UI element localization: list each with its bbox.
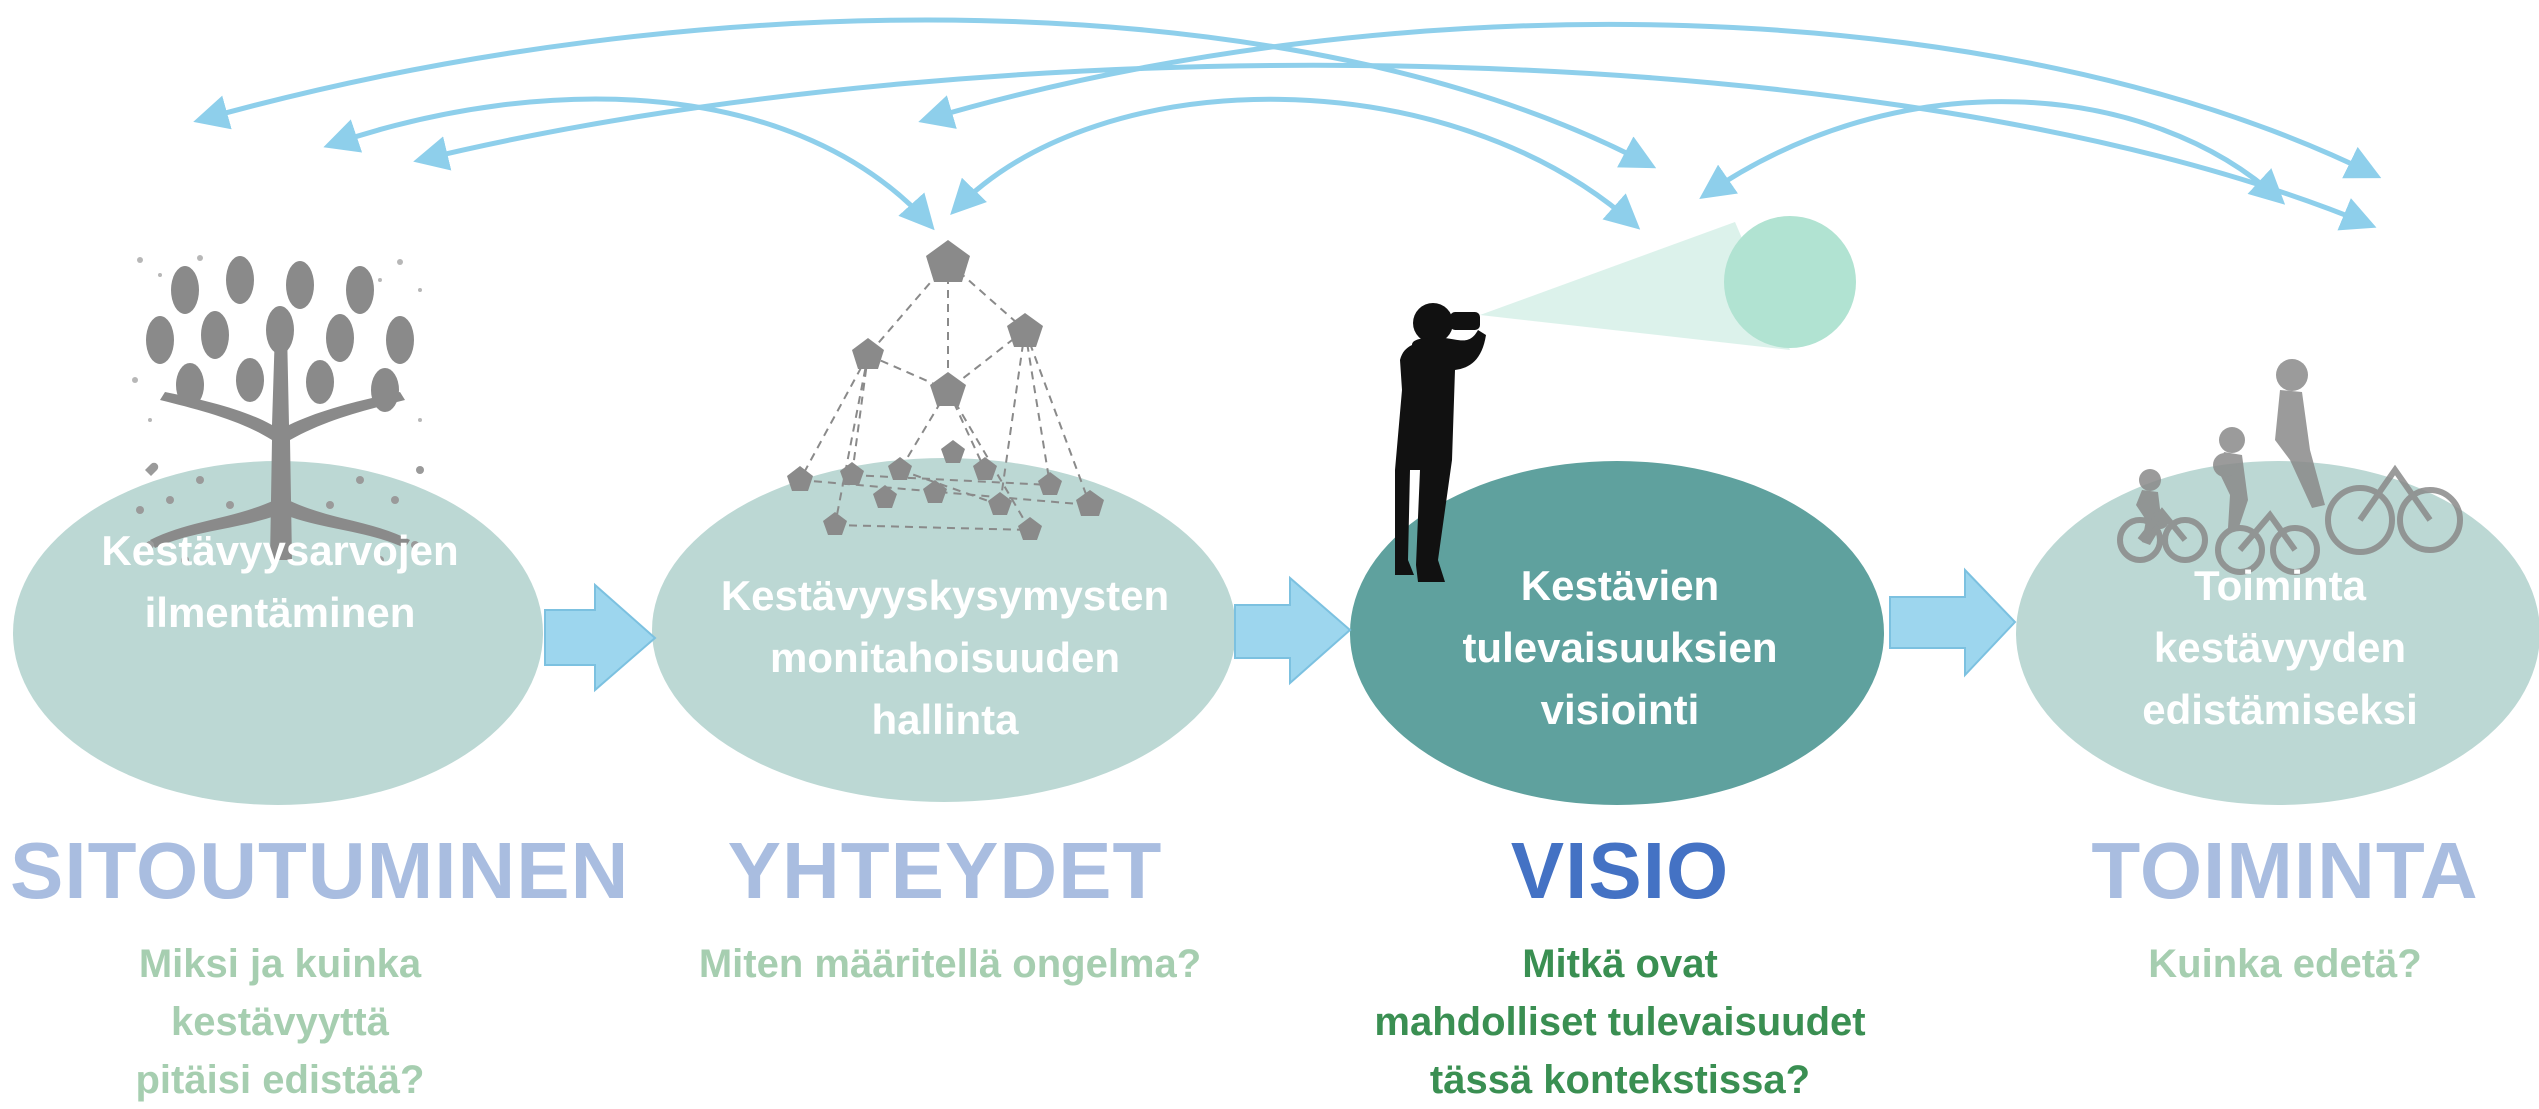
stage-label-sitoutuminen: SITOUTUMINEN (10, 826, 630, 915)
oval-text-sitoutuminen: Kestävyysarvojen ilmentäminen (101, 527, 459, 636)
question-yhteydet: Miten määritellä ongelma? (698, 942, 1202, 986)
tree-icon (132, 255, 424, 564)
question-sitoutuminen: Miksi ja kuinka kestävyyttä pitäisi edis… (135, 942, 425, 1102)
oval-sitoutuminen (13, 461, 543, 805)
oval-text-toiminta: Toiminta kestävyyden edistämiseksi (2142, 562, 2418, 733)
feedback-arc (950, 96, 1641, 230)
stage-label-yhteydet: YHTEYDET (727, 826, 1163, 915)
family-cycling-icon (2117, 359, 2463, 575)
binoculars-person-icon (1395, 303, 1486, 582)
stage-label-toiminta: TOIMINTA (2091, 826, 2479, 915)
flow-arrow (1889, 567, 2017, 678)
oval-toiminta (2016, 461, 2539, 805)
oval-text-visio: Kestävien tulevaisuuksien visiointi (1462, 562, 1778, 733)
feedback-arc (193, 17, 1657, 169)
question-visio: Mitkä ovat mahdolliset tulevaisuudet täs… (1374, 942, 1866, 1102)
network-icon (787, 240, 1104, 540)
feedback-arc (413, 62, 2377, 231)
stage-label-visio: VISIO (1510, 826, 1730, 915)
vision-cone (1480, 216, 1856, 350)
oval-visio (1350, 461, 1884, 805)
oval-text-yhteydet: Kestävyyskysymysten monitahoisuuden hall… (720, 572, 1170, 743)
oval-yhteydet (652, 458, 1236, 802)
flow-arrows (544, 567, 2017, 693)
feedback-arcs (193, 17, 2382, 231)
feedback-arc (918, 21, 2382, 179)
feedback-arc (1699, 99, 2286, 205)
flow-arrow (544, 582, 657, 693)
question-toiminta: Kuinka edetä? (2148, 942, 2422, 986)
flow-arrow (1234, 575, 1352, 686)
